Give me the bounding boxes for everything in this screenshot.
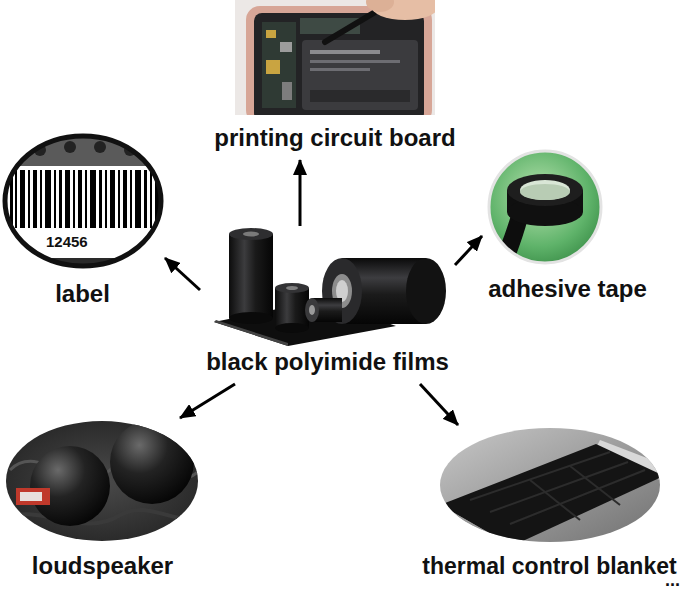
film-rolls <box>229 234 273 318</box>
application-node: thermal control blanket <box>416 425 683 584</box>
pcb-photo <box>366 0 394 12</box>
film-rolls <box>286 286 298 290</box>
blanket-photo <box>530 480 580 520</box>
tape-frame <box>489 151 601 263</box>
blanket-photo <box>440 444 664 546</box>
node-caption: thermal control blanket <box>422 552 676 580</box>
barcode-photo <box>90 170 96 228</box>
application-node: printing circuit board <box>190 0 480 160</box>
barcode-photo <box>15 170 17 228</box>
film-rolls <box>275 323 309 333</box>
pcb-photo <box>254 13 424 115</box>
barcode-photo <box>123 170 127 228</box>
barcode-photo <box>28 170 30 228</box>
barcode-photo <box>130 170 132 228</box>
speaker-photo <box>30 446 110 526</box>
barcode-photo <box>105 170 107 228</box>
arrow-connector <box>165 258 200 290</box>
barcode-photo <box>78 170 82 228</box>
node-caption: label <box>55 280 110 308</box>
barcode-photo <box>64 141 76 153</box>
barcode-photo <box>40 170 42 228</box>
application-node: black polyimide films <box>200 226 455 384</box>
barcode-photo <box>110 170 115 228</box>
barcode-number: 12456 <box>44 233 90 250</box>
barcode-photo <box>65 170 70 228</box>
arrow-connector <box>420 384 458 425</box>
barcode-photo <box>59 170 62 228</box>
pcb-photo <box>266 30 276 38</box>
tape-photo <box>485 148 605 268</box>
film-rolls <box>275 288 309 328</box>
speaker-photo <box>0 510 205 524</box>
tape-photo <box>485 148 605 268</box>
barcode-photo <box>73 170 75 228</box>
pcb-photo <box>235 0 435 115</box>
node-caption: adhesive tape <box>488 275 647 303</box>
tape-photo <box>520 184 570 200</box>
speaker-photo <box>16 488 50 505</box>
blanket-photo <box>438 505 512 546</box>
barcode-photo <box>0 130 170 275</box>
tape-photo <box>507 174 583 206</box>
barcode-photo <box>94 141 106 153</box>
arrow-connector <box>455 236 482 265</box>
blanket-photo <box>438 426 668 546</box>
film-rolls <box>275 283 309 293</box>
pcb-photo <box>310 68 370 71</box>
pcb-photo <box>280 42 292 52</box>
pcb-photo <box>262 22 296 108</box>
speaker-photo <box>0 418 205 544</box>
film-rolls <box>243 232 259 237</box>
barcode-photo <box>45 170 51 228</box>
barcode-photo <box>99 170 102 228</box>
pcb-photo <box>246 6 432 115</box>
node-caption: printing circuit board <box>214 124 455 152</box>
arrow-connector <box>299 160 302 226</box>
speaker-photo <box>0 418 205 544</box>
node-caption: black polyimide films <box>206 348 449 376</box>
barcode-photo <box>85 170 87 228</box>
film-rolls <box>309 305 315 315</box>
film-rolls <box>229 312 273 324</box>
pcb-photo <box>310 90 410 102</box>
barcode-photo <box>118 170 120 228</box>
pcb-photo <box>310 50 380 54</box>
application-node: loudspeaker <box>0 418 205 584</box>
film-rolls <box>229 228 273 240</box>
application-node: label <box>0 132 165 312</box>
barcode-photo <box>54 170 56 228</box>
barcode-photo <box>144 170 147 228</box>
speaker-photo <box>20 492 42 501</box>
barcode-photo <box>20 170 25 228</box>
pcb-photo <box>310 60 400 63</box>
film-rolls <box>305 298 319 322</box>
tape-photo <box>520 180 570 200</box>
barcode-photo <box>0 130 170 275</box>
barcode-photo <box>150 170 152 228</box>
ellipsis-note: ... <box>663 570 682 591</box>
film-rolls <box>214 228 446 346</box>
barcode-frame <box>5 136 161 266</box>
pcb-photo <box>302 40 418 110</box>
barcode-photo <box>33 170 37 228</box>
blanket-photo <box>570 466 620 505</box>
film-rolls <box>406 258 446 324</box>
barcode-photo <box>135 170 141 228</box>
blanket-photo <box>510 470 645 524</box>
application-node: adhesive tape <box>482 145 653 307</box>
arrow-connector <box>180 384 235 418</box>
speaker-photo <box>110 420 194 504</box>
pcb-photo <box>282 82 292 100</box>
node-caption: loudspeaker <box>32 552 173 580</box>
pcb-photo <box>266 60 280 74</box>
